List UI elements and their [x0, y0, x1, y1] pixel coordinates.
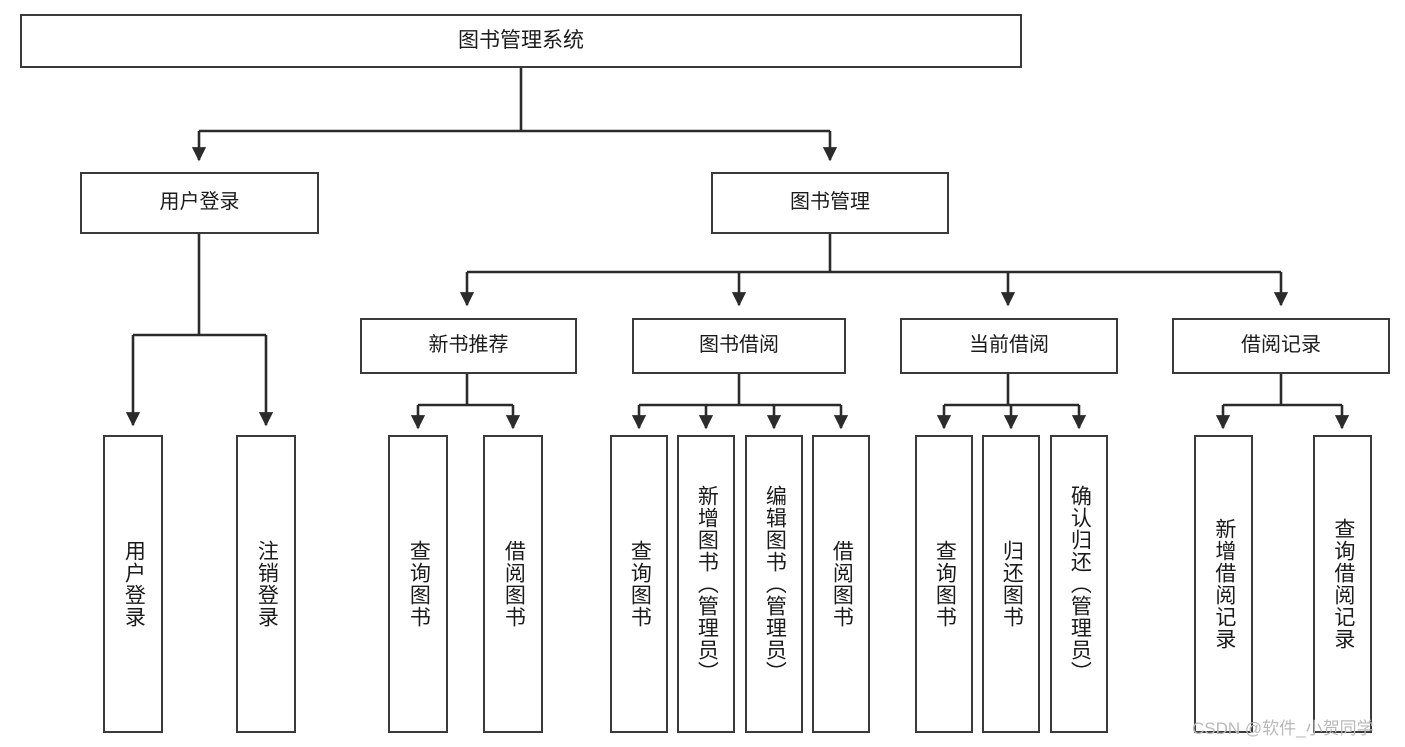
node-label: 注销登录	[255, 540, 279, 628]
node-book-borrow[interactable]: 图书借阅	[632, 318, 846, 374]
leaf-book-borrow-1[interactable]: 新增图书（管理员）	[677, 435, 735, 733]
node-label: 查询借阅记录	[1331, 518, 1355, 650]
node-label: 新书推荐	[428, 334, 509, 357]
leaf-book-borrow-2[interactable]: 编辑图书（管理员）	[745, 435, 803, 733]
node-label: 查询图书	[628, 540, 652, 628]
leaf-new-book-recommend-0[interactable]: 查询图书	[388, 435, 448, 733]
node-book-management[interactable]: 图书管理	[711, 172, 949, 234]
node-label: 确认归还（管理员）	[1068, 485, 1092, 683]
leaf-current-borrow-1[interactable]: 归还图书	[982, 435, 1040, 733]
node-user-login[interactable]: 用户登录	[80, 172, 319, 234]
leaf-book-borrow-3[interactable]: 借阅图书	[812, 435, 870, 733]
node-label: 用户登录	[159, 191, 240, 214]
leaf-new-book-recommend-1[interactable]: 借阅图书	[483, 435, 543, 733]
leaf-current-borrow-0[interactable]: 查询图书	[915, 435, 973, 733]
node-label: 借阅图书	[830, 540, 854, 628]
node-label: 图书借阅	[699, 334, 779, 357]
leaf-borrow-record-1[interactable]: 查询借阅记录	[1313, 435, 1372, 733]
leaf-current-borrow-2[interactable]: 确认归还（管理员）	[1050, 435, 1108, 733]
node-label: 归还图书	[1000, 540, 1024, 628]
node-label: 查询图书	[407, 540, 431, 628]
node-label: 借阅图书	[502, 540, 526, 628]
node-label: 编辑图书（管理员）	[763, 485, 787, 683]
node-label: 查询图书	[933, 540, 957, 628]
node-label: 图书管理	[790, 191, 870, 214]
leaf-user-login-0[interactable]: 用户登录	[103, 435, 163, 733]
node-label: 新增图书（管理员）	[695, 485, 719, 683]
node-label: 借阅记录	[1241, 334, 1321, 357]
node-borrow-record[interactable]: 借阅记录	[1172, 318, 1390, 374]
node-label: 图书管理系统	[458, 28, 584, 52]
node-label: 当前借阅	[969, 334, 1049, 357]
leaf-user-login-1[interactable]: 注销登录	[236, 435, 296, 733]
watermark-text: CSDN @软件_小贺同学	[1192, 719, 1374, 738]
node-current-borrow[interactable]: 当前借阅	[900, 318, 1118, 374]
node-label: 用户登录	[122, 540, 146, 628]
node-root-book-management-system[interactable]: 图书管理系统	[20, 14, 1022, 68]
leaf-book-borrow-0[interactable]: 查询图书	[610, 435, 668, 733]
leaf-borrow-record-0[interactable]: 新增借阅记录	[1194, 435, 1253, 733]
node-new-book-recommend[interactable]: 新书推荐	[360, 318, 577, 374]
node-label: 新增借阅记录	[1212, 518, 1236, 650]
